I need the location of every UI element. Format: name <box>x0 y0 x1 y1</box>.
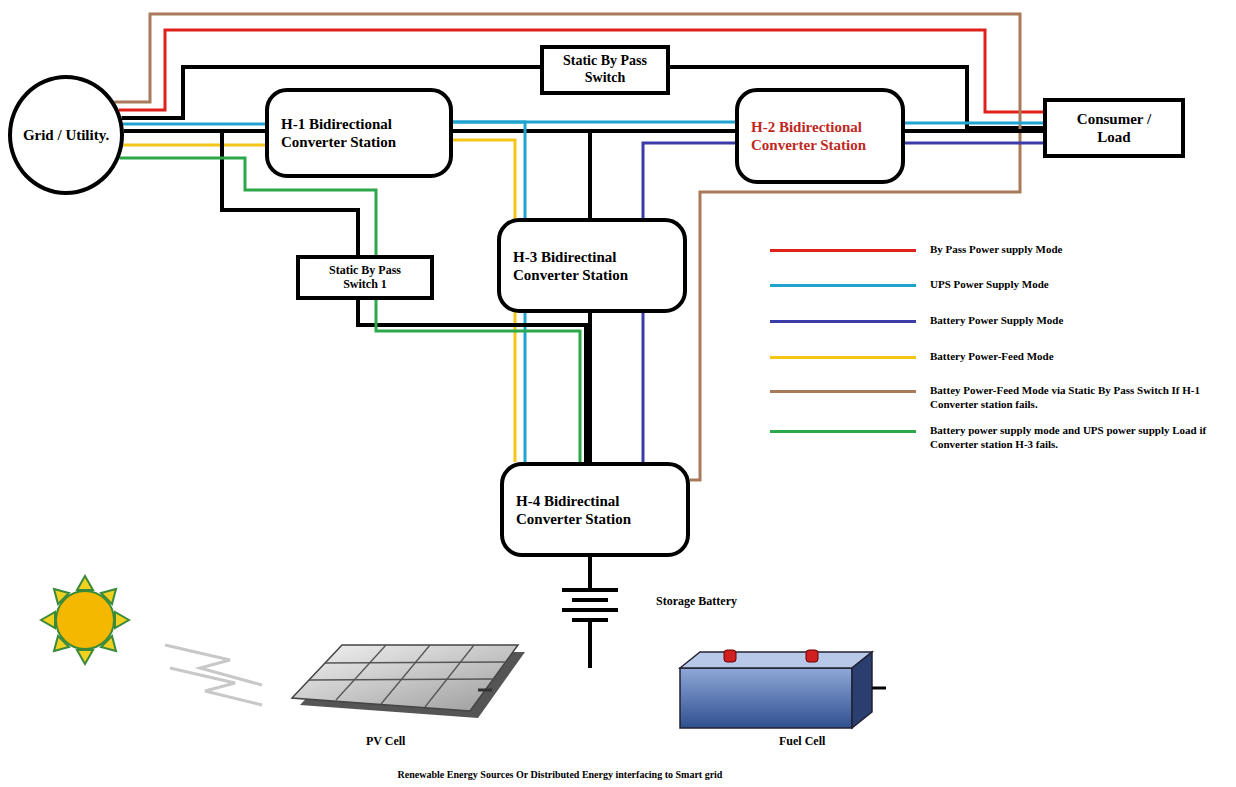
legend-swatch <box>770 356 916 359</box>
legend-text: Battery Power-Feed Mode <box>930 350 1220 364</box>
power-line <box>123 124 265 125</box>
power-line <box>590 313 591 462</box>
legend-row: By Pass Power supply Mode <box>770 243 1220 257</box>
part-label: PV Cell <box>366 734 405 749</box>
fuel-cell <box>680 650 886 728</box>
load-box: Consumer / Load <box>1043 98 1185 158</box>
switch-box: Static By Pass Switch 1 <box>296 255 434 300</box>
node-text: Static By Pass Switch 1 <box>312 263 418 292</box>
power-line <box>525 313 526 462</box>
legend-text: UPS Power Supply Mode <box>930 278 1220 292</box>
battery-symbol <box>562 557 618 668</box>
legend-row: Battery Power Supply Mode <box>770 314 1220 328</box>
sun-symbol <box>41 576 129 664</box>
converter-box: H-3 Bidirectinal Converter Station <box>497 218 687 313</box>
power-line <box>905 123 1043 124</box>
node-text: H-2 Bidirectional Converter Station <box>751 118 889 154</box>
legend-text: By Pass Power supply Mode <box>930 243 1220 257</box>
node-text: H-1 Bidirectional Converter Station <box>281 115 437 151</box>
caption: Renewable Energy Sources Or Distributed … <box>398 769 723 780</box>
legend-row: Battery Power-Feed Mode <box>770 350 1220 364</box>
legend-text: Battey Power-Feed Mode via Static By Pas… <box>930 384 1220 412</box>
converter-box: H-2 Bidirectional Converter Station <box>735 88 905 184</box>
grid-circle: Grid / Utility. <box>8 75 124 195</box>
power-line <box>453 131 590 218</box>
node-text: H-3 Bidirectinal Converter Station <box>513 248 671 284</box>
legend-row: UPS Power Supply Mode <box>770 278 1220 292</box>
light-rays <box>165 645 262 705</box>
legend-swatch <box>770 249 916 252</box>
legend-row: Battey Power-Feed Mode via Static By Pas… <box>770 384 1220 412</box>
power-line <box>905 131 1043 132</box>
legend-swatch <box>770 390 916 393</box>
legend-swatch <box>770 430 916 433</box>
power-line <box>119 30 1043 112</box>
pv-panel <box>292 645 525 718</box>
part-label: Storage Battery <box>656 594 737 609</box>
power-line <box>114 14 1020 480</box>
node-text: Grid / Utility. <box>23 126 109 144</box>
node-text: Static By Pass Switch <box>556 53 654 87</box>
power-line <box>123 145 265 146</box>
node-text: Consumer / Load <box>1059 110 1169 146</box>
legend-text: Battery power supply mode and UPS power … <box>930 424 1220 452</box>
legend-row: Battery power supply mode and UPS power … <box>770 424 1220 452</box>
part-label: Fuel Cell <box>779 734 825 749</box>
switch-box: Static By Pass Switch <box>540 45 670 95</box>
power-line <box>376 300 580 462</box>
power-line <box>905 143 1043 144</box>
legend-text: Battery Power Supply Mode <box>930 314 1220 328</box>
converter-box: H-1 Bidirectional Converter Station <box>265 88 453 178</box>
legend-swatch <box>770 320 916 323</box>
power-line <box>358 300 586 462</box>
node-text: H-4 Bidirectinal Converter Station <box>516 492 674 528</box>
legend-swatch <box>770 284 916 287</box>
converter-box: H-4 Bidirectinal Converter Station <box>500 462 690 557</box>
